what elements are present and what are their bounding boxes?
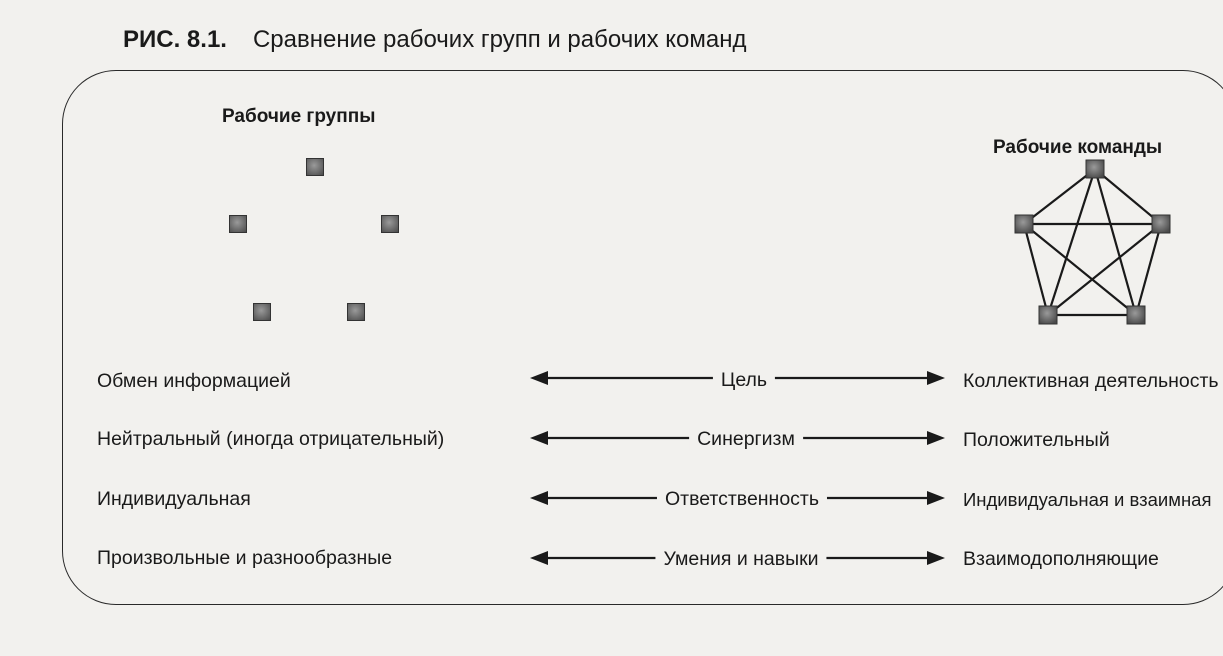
team-link xyxy=(1094,168,1162,225)
group-member-node xyxy=(229,215,247,233)
team-link xyxy=(1022,223,1050,316)
diagram-panel xyxy=(62,70,1223,605)
team-link xyxy=(1023,223,1137,316)
teams-value: Положительный xyxy=(963,429,1110,451)
criterion-label: Синергизм xyxy=(689,428,803,451)
groups-heading: Рабочие группы xyxy=(222,106,376,127)
team-link xyxy=(1134,223,1163,316)
team-network-graph xyxy=(1014,159,1171,325)
group-member-node xyxy=(347,303,365,321)
teams-heading: Рабочие команды xyxy=(993,137,1163,158)
group-member-node xyxy=(306,158,324,176)
team-member-node xyxy=(1038,305,1058,325)
teams-value: Взаимодополняющие xyxy=(963,548,1159,570)
teams-value: Коллективная деятельность xyxy=(963,370,1219,392)
figure-number: РИС. 8.1. xyxy=(123,26,227,53)
team-member-node xyxy=(1151,214,1171,234)
team-link xyxy=(1023,168,1096,225)
team-link xyxy=(1047,223,1162,316)
groups-value: Произвольные и разнообразные xyxy=(97,547,393,569)
team-member-node xyxy=(1126,305,1146,325)
groups-value: Нейтральный (иногда отрицательный) xyxy=(97,428,445,450)
criterion-label: Ответственность xyxy=(656,488,828,511)
criterion-label: Умения и навыки xyxy=(655,548,827,571)
groups-value: Индивидуальная xyxy=(97,488,251,510)
teams-value: Индивидуальная и взаимная xyxy=(963,489,1212,510)
criterion-label: Цель xyxy=(712,369,776,392)
figure-caption: Сравнение рабочих групп и рабочих команд xyxy=(252,26,747,53)
group-member-node xyxy=(253,303,271,321)
team-member-node xyxy=(1085,159,1105,179)
groups-value: Обмен информацией xyxy=(97,370,291,392)
team-link xyxy=(1046,168,1097,316)
figure-title: РИС. 8.1. Сравнение рабочих групп и рабоч… xyxy=(123,26,747,54)
team-link xyxy=(1093,168,1138,316)
group-member-node xyxy=(381,215,399,233)
team-member-node xyxy=(1014,214,1034,234)
